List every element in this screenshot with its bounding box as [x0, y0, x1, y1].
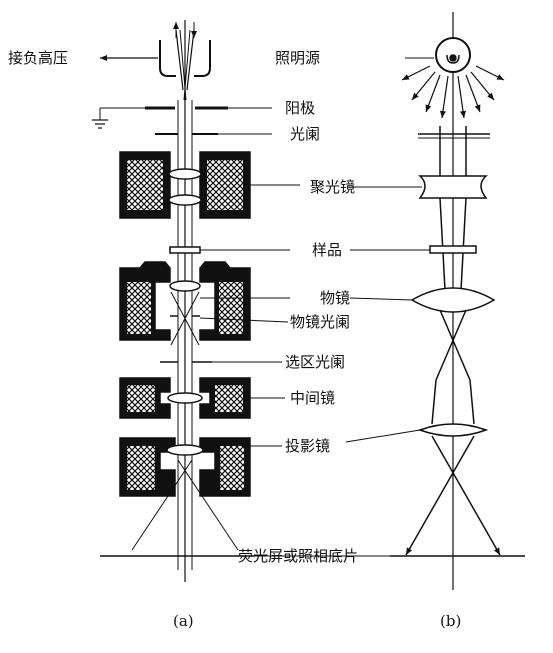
label-objective-aperture: 物镜光阑: [290, 313, 350, 331]
condenser-lens-b: [418, 175, 488, 199]
projector-lens-b: [417, 423, 489, 437]
label-intermediate-lens: 中间镜: [290, 389, 335, 407]
label-screen-or-film: 荧光屏或照相底片: [238, 547, 358, 565]
column-a: [92, 20, 300, 582]
label-high-voltage: 接负高压: [8, 49, 68, 67]
caption-b: (b): [440, 612, 461, 630]
projector-lens-a: [166, 444, 204, 456]
label-condenser-lens: 聚光镜: [310, 178, 355, 196]
caption-a: (a): [173, 612, 194, 630]
label-objective-lens: 物镜: [320, 289, 350, 307]
specimen-holder-b: [429, 245, 477, 254]
label-anode: 阳极: [285, 99, 315, 117]
intermediate-lens-a: [167, 392, 203, 404]
condenser-lens-upper: [168, 168, 202, 180]
condenser-lens-lower: [168, 194, 202, 206]
objective-lens-b: [410, 287, 496, 313]
label-selected-area-aperture: 选区光阑: [285, 353, 345, 371]
lamp-rays: [401, 65, 505, 119]
electron-gun: [159, 40, 211, 77]
label-specimen: 样品: [312, 241, 342, 259]
objective-lens-a: [169, 280, 201, 292]
label-aperture: 光阑: [290, 125, 320, 143]
label-projector-lens: 投影镜: [285, 437, 330, 455]
labels: 接负高压 照明源 阳极 光阑 聚光镜 样品 物镜 物镜光阑 选区光阑 中间镜 投…: [8, 49, 461, 630]
label-illumination-source: 照明源: [275, 49, 320, 67]
column-b: [345, 12, 525, 590]
specimen-holder-a: [169, 246, 201, 254]
